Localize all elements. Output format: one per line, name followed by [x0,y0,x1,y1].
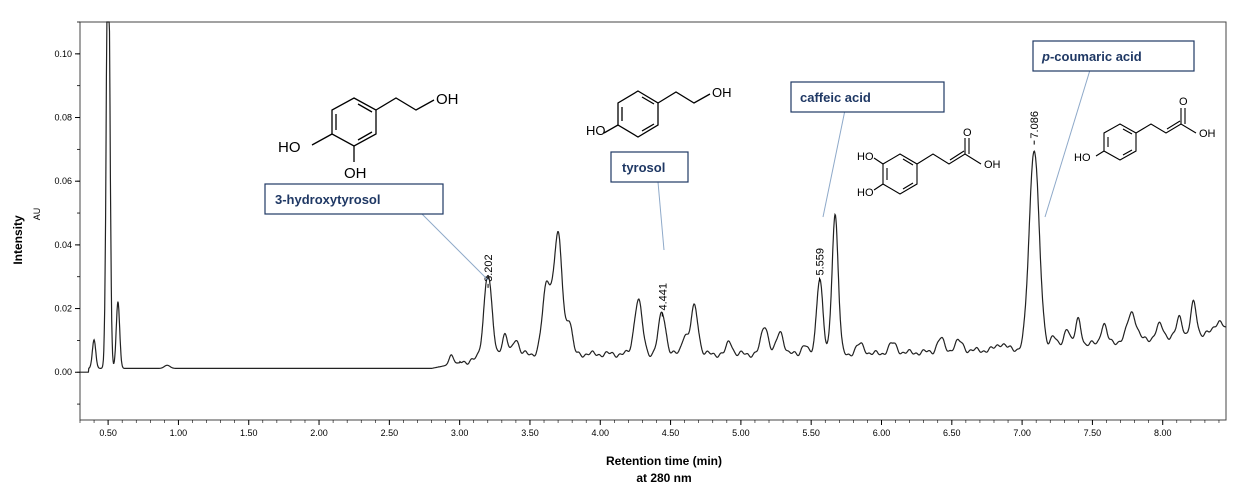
y-tick-label: 0.04 [54,240,72,250]
callout-leader-caffeic [822,109,846,218]
coumaric-o: O [1179,96,1188,108]
x-tick-label: 1.00 [170,428,188,438]
peak-labels: 3.202 4.441 5.559 7.086 [483,111,1041,317]
x-tick-label: 4.00 [592,428,610,438]
x-tick-label: 8.00 [1154,428,1172,438]
molecule-caffeic [873,138,982,195]
callout-leader-tyrosol [657,181,665,251]
peak-label: 7.086 [1029,111,1041,139]
plot-frame [79,21,1227,421]
callout-hydroxytyrosol: 3-hydroxytyrosol [264,183,444,215]
callout-caffeic: caffeic acid [790,81,945,113]
y-axis-title: Intensity [11,215,25,265]
x-tick-label: 2.00 [310,428,328,438]
x-tick-label: 7.00 [1013,428,1031,438]
x-axis: 0.50 1.00 1.50 2.00 2.50 3.00 3.50 4.00 4.50 5.00… [79,420,1220,438]
caffeic-ho-2: HO [857,187,874,199]
x-axis-subtitle: at 280 nm [636,471,691,485]
peak-label: 4.441 [657,283,669,311]
peak-label: 3.202 [483,254,495,282]
y-tick-label: 0.00 [54,367,72,377]
y-tick-label: 0.06 [54,176,72,186]
x-tick-label: 5.50 [802,428,820,438]
molecule-coumaric [1095,108,1197,161]
callout-leader-hydroxytyrosol [419,211,489,281]
x-tick-label: 2.50 [381,428,399,438]
callout-tyrosol: tyrosol [610,151,689,183]
plot-area [79,21,1227,421]
x-tick-label: 0.50 [99,428,117,438]
molecule-tyrosol [603,90,711,138]
callout-tyrosol-label: tyrosol [622,160,665,175]
y-axis-unit: AU [32,208,42,221]
hydroxytyrosol-oh-2: OH [344,165,367,182]
caffeic-ho-1: HO [857,151,874,163]
y-axis: 0.00 0.02 0.04 0.06 0.08 0.10 [54,21,80,405]
x-tick-label: 3.50 [521,428,539,438]
hydroxytyrosol-oh-1: OH [436,91,459,108]
chromatogram-trace [80,21,1227,373]
molecule-hydroxytyrosol [311,97,435,162]
caffeic-o: O [963,127,972,139]
x-tick-label: 3.00 [451,428,469,438]
peak-label: 5.559 [814,248,826,276]
callout-coumaric: p-coumaric acid [1032,40,1195,72]
x-tick-label: 7.50 [1084,428,1102,438]
x-tick-label: 1.50 [240,428,258,438]
caffeic-oh: OH [984,159,1001,171]
coumaric-oh: OH [1199,128,1216,140]
hydroxytyrosol-ho: HO [278,139,301,156]
x-tick-label: 6.50 [943,428,961,438]
tyrosol-ho: HO [586,123,606,138]
x-tick-label: 4.50 [662,428,680,438]
y-tick-label: 0.10 [54,49,72,59]
x-tick-label: 6.00 [873,428,891,438]
callout-hydroxytyrosol-label: 3-hydroxytyrosol [275,192,380,207]
tyrosol-oh: OH [712,85,732,100]
callout-coumaric-label: p-coumaric acid [1041,49,1142,64]
callout-caffeic-label: caffeic acid [800,90,871,105]
callout-leader-coumaric [1044,69,1091,218]
y-tick-label: 0.08 [54,113,72,123]
coumaric-ho: HO [1074,152,1091,164]
y-tick-label: 0.02 [54,304,72,314]
x-tick-label: 5.00 [732,428,750,438]
x-axis-title: Retention time (min) [606,454,722,468]
